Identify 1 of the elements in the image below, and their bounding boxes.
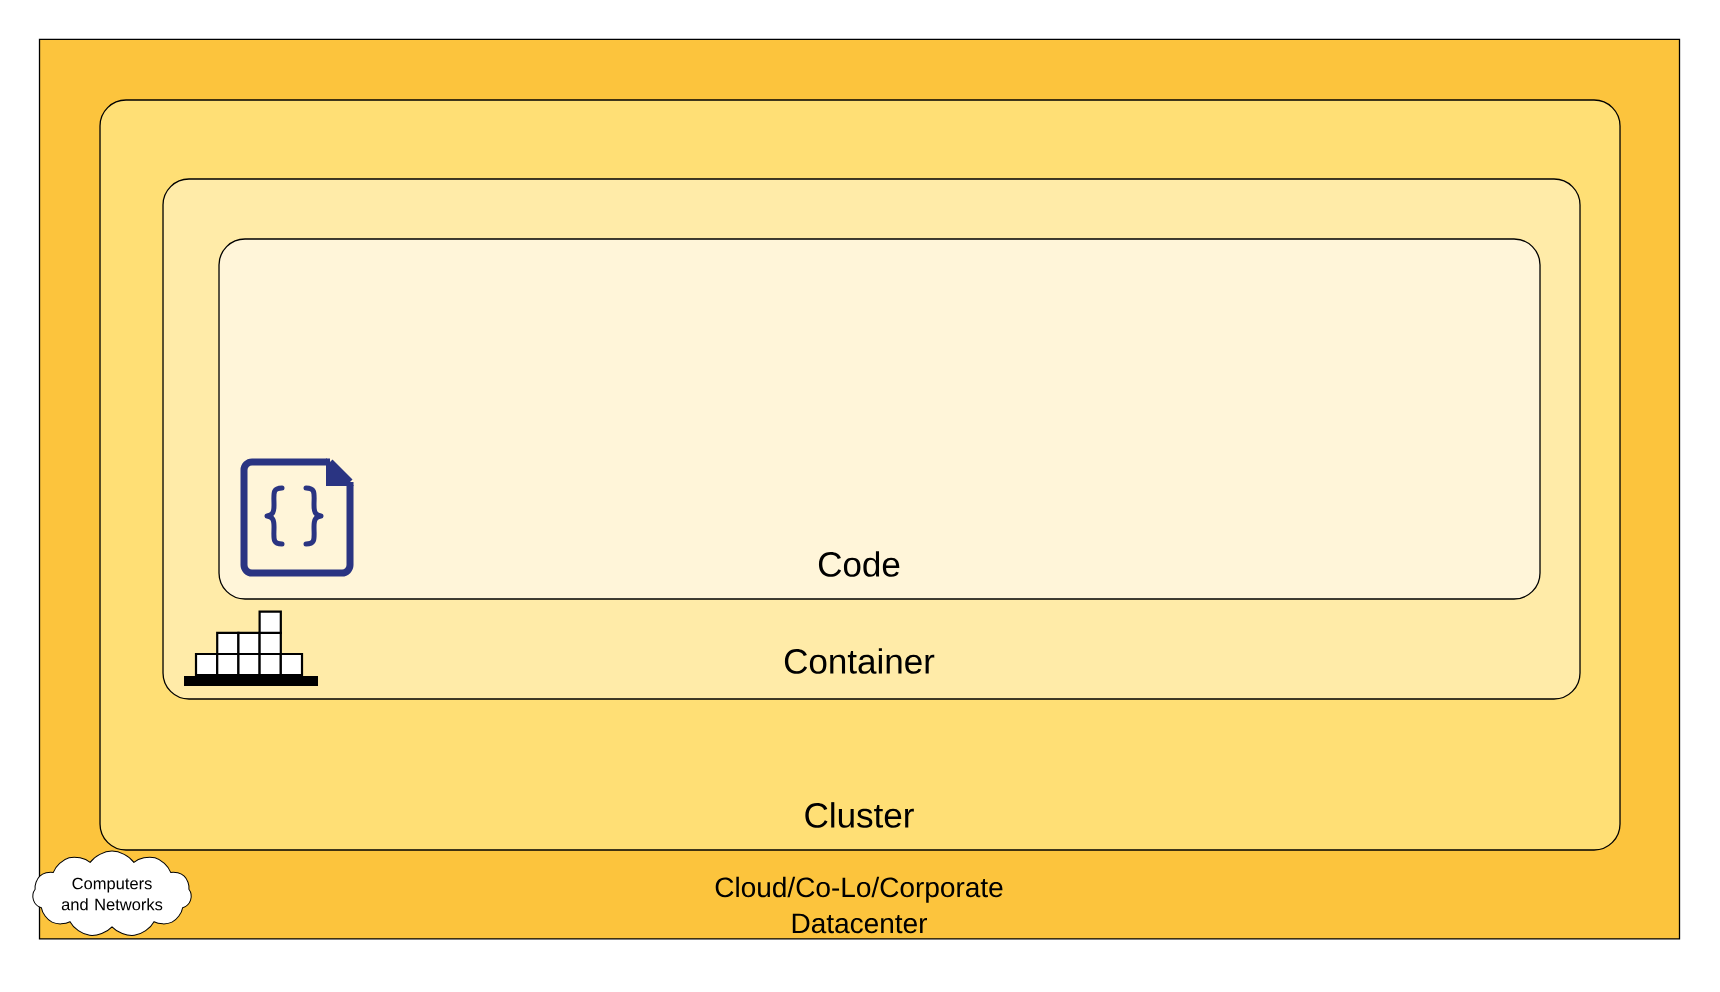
code-box: Code bbox=[218, 238, 1541, 600]
